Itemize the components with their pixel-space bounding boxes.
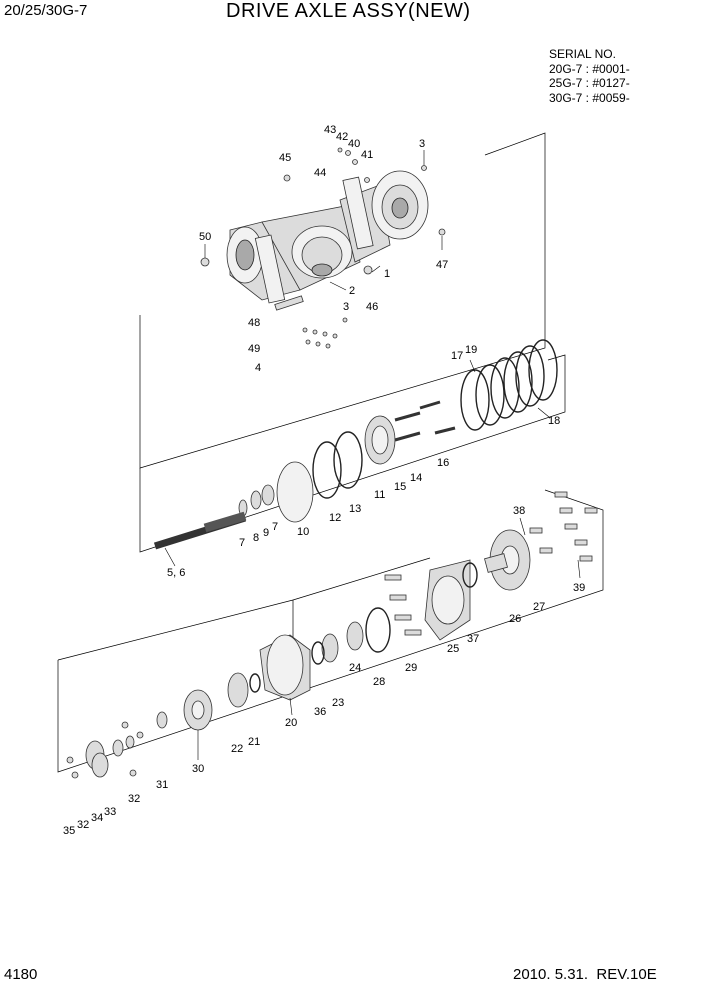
callout-label: 37	[467, 633, 479, 645]
serial-number-block: SERIAL NO. 20G-7 : #0001- 25G-7 : #0127-…	[549, 47, 630, 105]
callout-label: 35	[63, 825, 75, 837]
callout-label: 5, 6	[167, 567, 185, 579]
callout-label: 4	[255, 362, 261, 374]
callout-label: 18	[548, 415, 560, 427]
callout-label: 27	[533, 601, 545, 613]
callout-label: 34	[91, 812, 103, 824]
serial-line: 30G-7 : #0059-	[549, 90, 630, 105]
callout-label: 46	[366, 301, 378, 313]
frame-lower	[57, 489, 604, 773]
callout-label: 1	[384, 268, 390, 280]
callout-label: 48	[248, 317, 260, 329]
callout-label: 26	[509, 613, 521, 625]
callout-label: 50	[199, 231, 211, 243]
callout-label: 14	[410, 472, 422, 484]
callout-label: 36	[314, 706, 326, 718]
callout-label: 21	[248, 736, 260, 748]
serial-line: 20G-7 : #0001-	[549, 61, 630, 76]
callout-label: 7	[272, 521, 278, 533]
callout-label: 9	[263, 527, 269, 539]
callout-numbers: 43 42 40 41 45 3 44 50 47 1 2 3 46 48 49…	[63, 124, 585, 837]
frame-lower-left	[57, 599, 294, 661]
callout-label: 49	[248, 343, 260, 355]
callout-label: 45	[279, 152, 291, 164]
model-label: 20/25/30G-7	[4, 2, 88, 19]
callout-label: 11	[374, 489, 385, 501]
callout-label: 33	[104, 806, 116, 818]
frame-upper	[139, 132, 546, 469]
callout-label: 42	[336, 131, 348, 143]
callout-label: 12	[329, 512, 341, 524]
callout-label: 15	[394, 481, 406, 493]
callout-label: 30	[192, 763, 204, 775]
callout-label: 8	[253, 532, 259, 544]
callout-label: 3	[419, 138, 425, 150]
serial-line: 25G-7 : #0127-	[549, 76, 630, 90]
page-number: 4180	[4, 966, 38, 983]
callout-label: 17	[451, 350, 463, 362]
axle-housing-assembly	[200, 147, 446, 349]
callout-label: 32	[77, 819, 89, 831]
callout-label: 43	[324, 124, 336, 136]
callout-label: 32	[128, 793, 140, 805]
callout-label: 29	[405, 662, 417, 674]
callout-label: 23	[332, 697, 344, 709]
callout-label: 40	[348, 138, 360, 150]
callout-label: 3	[343, 301, 349, 313]
serial-heading: SERIAL NO.	[549, 47, 616, 61]
callout-label: 2	[349, 285, 355, 297]
hub-reduction-assembly	[66, 491, 598, 779]
leader-lines	[164, 150, 581, 760]
callout-label: 13	[349, 503, 361, 515]
callout-label: 31	[156, 779, 168, 791]
callout-label: 28	[373, 676, 385, 688]
callout-label: 44	[314, 167, 326, 179]
frame-middle	[139, 354, 566, 553]
callout-label: 47	[436, 259, 448, 271]
callout-label: 7	[239, 537, 245, 549]
callout-label: 22	[231, 743, 243, 755]
callout-label: 39	[573, 582, 585, 594]
callout-label: 19	[465, 344, 477, 356]
brake-assembly	[153, 339, 558, 550]
frame-lower-top	[292, 557, 431, 601]
callout-label: 38	[513, 505, 525, 517]
callout-label: 20	[285, 717, 297, 729]
callout-label: 16	[437, 457, 449, 469]
callout-label: 10	[297, 526, 309, 538]
callout-label: 25	[447, 643, 459, 655]
revision-date: 2010. 5.31. REV.10E	[513, 966, 657, 983]
callout-label: 24	[349, 662, 361, 674]
page-title: DRIVE AXLE ASSY(NEW)	[226, 0, 471, 22]
callout-label: 41	[361, 149, 373, 161]
